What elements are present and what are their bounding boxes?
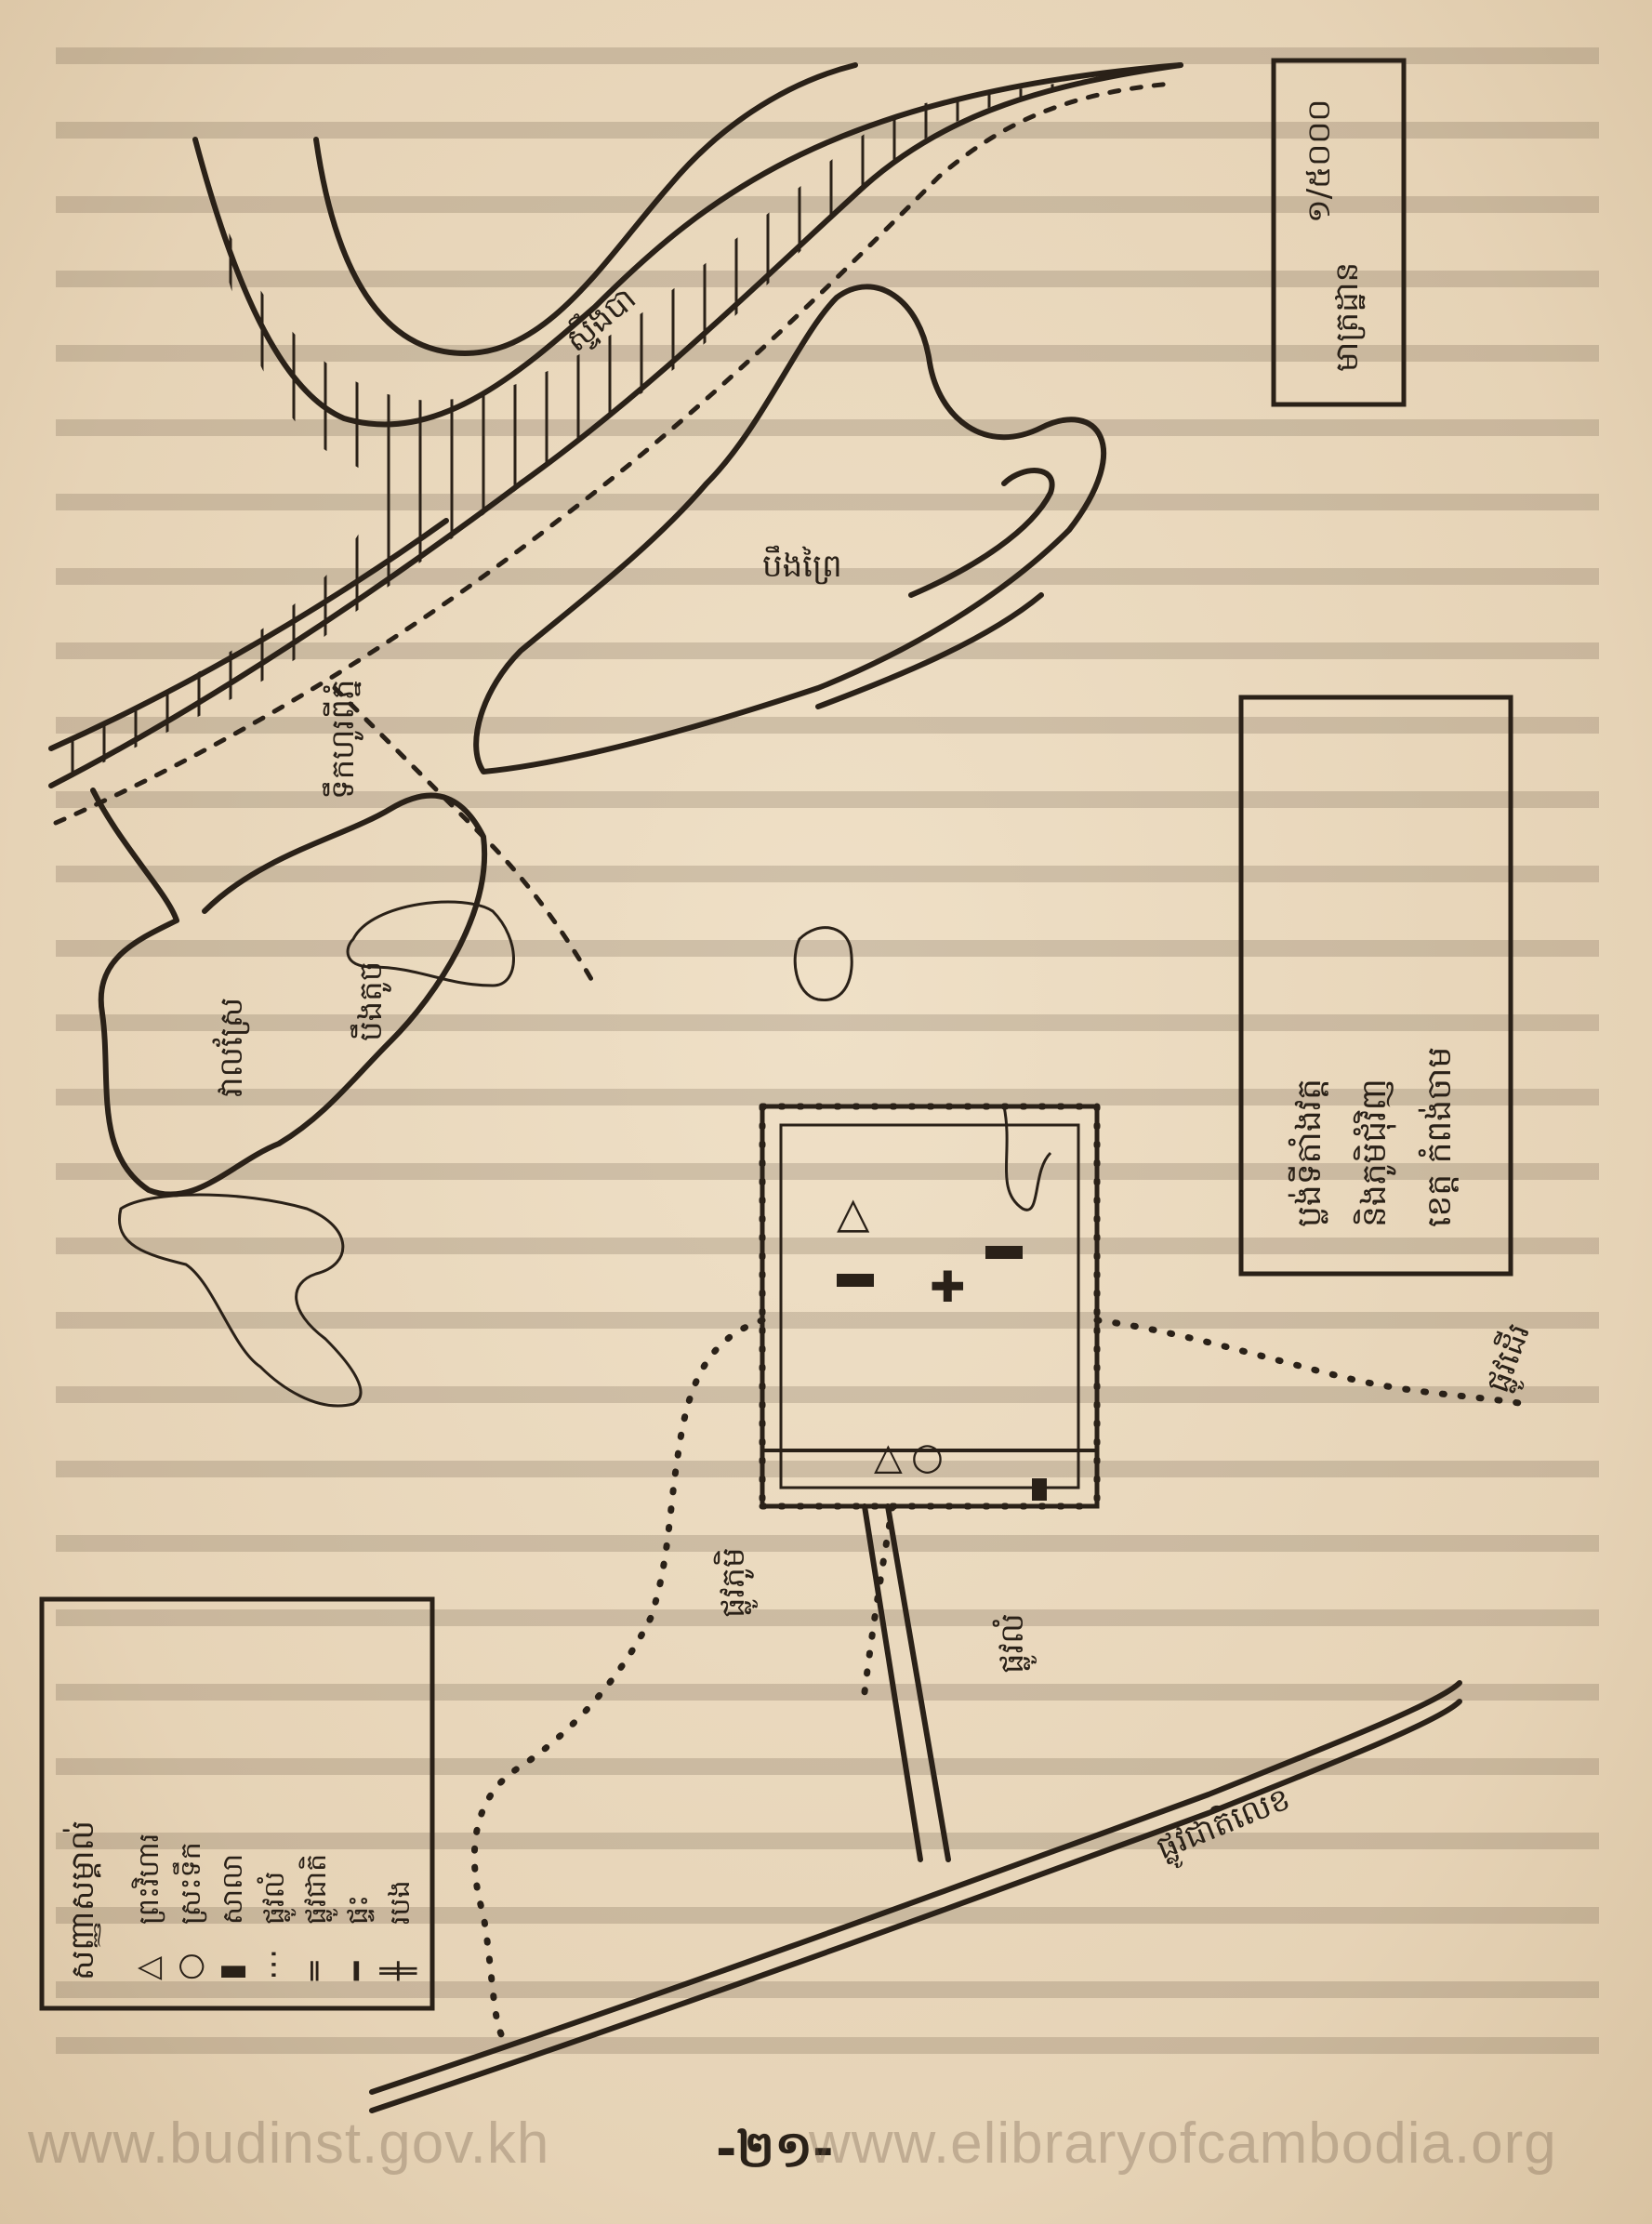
temple-compound: △ ✚ △ ○ (759, 1103, 1101, 1510)
legend-symbol-7: ╫ (379, 1961, 417, 1981)
watermark-left: www.budinst.gov.kh (28, 2111, 550, 2176)
island-3 (118, 1193, 363, 1408)
lake-outline (473, 284, 1107, 774)
title-line-1: ប្លង់ទីតាំងវត្ត (1288, 1079, 1328, 1227)
village-road-label: ផ្លូវភូមិ (713, 1547, 758, 1618)
legend-text-5: ផ្លូវជាតិ (298, 1854, 338, 1925)
pond-small-label: បឹងតូច (350, 961, 391, 1041)
legend-symbol-2: ○ (171, 1953, 208, 1980)
scale-value: ១/៥០០០ (1301, 99, 1338, 223)
pond-left-label: វាលស្រែ (212, 998, 250, 1097)
legend-title: សញ្ញាសម្គាល់ (62, 1820, 101, 1980)
legend-text-6: ផ្ទះ (342, 1895, 375, 1925)
access-road (862, 1503, 951, 1862)
path-bottom-label: ផ្លូវលំ (992, 1613, 1037, 1674)
national-road (369, 1680, 1462, 2113)
title-line-2: និងភូមិជុំវិញ (1353, 1079, 1396, 1227)
legend-text-1: ព្រះវិហារ (131, 1833, 165, 1925)
watermark-right: www.elibraryofcambodia.org (809, 2111, 1557, 2176)
road-bottom-label: ផ្លូវជាតិលេខ (1151, 1779, 1298, 1873)
legend-symbol-3: ▮ (213, 1963, 250, 1980)
title-box: ប្លង់ទីតាំងវត្ត និងភូមិជុំវិញ ខេត្ត កំពង… (1238, 695, 1513, 1277)
legend-text-7: របង (384, 1880, 416, 1925)
legend-text-4: ផ្លូវលំ (257, 1872, 297, 1925)
legend-symbol-1: △ (129, 1955, 166, 1980)
legend-text-2: ស្រះទឹក (172, 1842, 207, 1925)
svg-text:○: ○ (911, 1436, 944, 1478)
path-left (470, 1317, 766, 2040)
scale-label: មាត្រដ្ឋាន (1328, 262, 1366, 372)
legend-text-3: សាលា (217, 1854, 249, 1925)
canal-label: ទឹកហូរពីភ្នំ (322, 680, 363, 801)
legend-symbol-4: ⋯ (255, 1949, 292, 1980)
svg-text:✚: ✚ (930, 1262, 966, 1312)
legend-symbol-5: ═ (297, 1961, 334, 1981)
lake-label: បឹងព្រៃ (762, 545, 842, 585)
title-line-3: ខេត្ត កំពង់ចាម (1418, 1047, 1459, 1227)
left-water-outline (90, 788, 488, 1198)
island-1 (346, 900, 515, 987)
island-2 (793, 926, 853, 1001)
canal-path (332, 685, 598, 988)
legend-symbol-6: ━ (338, 1961, 376, 1981)
river-band (48, 62, 1183, 826)
page-number: -២១- (716, 2120, 834, 2178)
scale-box: មាត្រដ្ឋាន ១/៥០០០ (1271, 58, 1407, 407)
legend-box: សញ្ញាសម្គាល់ △ ព្រះវិហារ ○ ស្រះទឹក ▮ សាល… (39, 1596, 435, 2011)
svg-text:△: △ (837, 1187, 870, 1238)
svg-text:△: △ (874, 1436, 903, 1478)
